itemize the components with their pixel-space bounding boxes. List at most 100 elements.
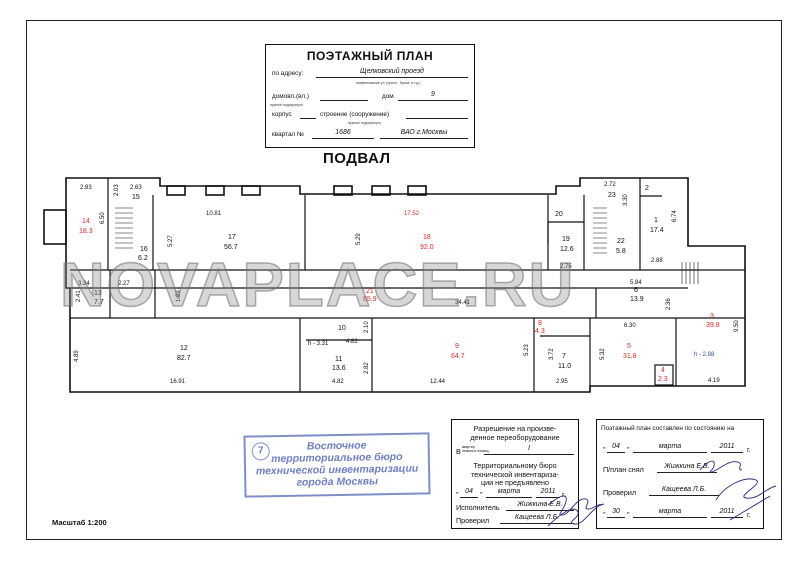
dim-34-41: 34.41	[455, 300, 471, 306]
room-4-num: 4	[661, 367, 665, 374]
dimension-labels: 2.83 2.03 2.63 6.50 10.81 17.52 5.27 5.2…	[74, 182, 740, 385]
address-hint: наименование ул. (просп., бульв. и т.д.)	[356, 81, 421, 85]
state-checker: Кащеева Л.Б.	[649, 486, 719, 496]
plan-outline	[43, 177, 746, 393]
room-16-num: 16	[140, 246, 148, 253]
dim-2-27: 2.27	[118, 281, 130, 287]
dim-2-10: 2.10	[364, 321, 370, 333]
state-year2: 2011	[711, 508, 743, 518]
state-year1: 2011	[711, 443, 743, 453]
state-year-suffix-2: г.	[747, 510, 751, 519]
room-labels: 14 18.3 15 16 6.2 17 56.7 18 92.0 19 12.…	[79, 185, 720, 383]
dim-16-91: 16.91	[170, 379, 186, 385]
room-3-num: 3	[710, 313, 714, 320]
dim-17-52: 17.52	[404, 211, 420, 217]
address-label: по адресу:	[272, 70, 304, 77]
kvartal-row: квартал № 1686 ВАО г.Москвы	[272, 129, 468, 139]
permit-line2: денное переоборудование	[470, 433, 560, 442]
room-7-area: 11.0	[558, 363, 571, 370]
room-17-num: 17	[228, 234, 236, 241]
room-14-num: 14	[82, 218, 90, 225]
room-13-num: 13	[94, 290, 102, 297]
dim-3-30: 3.30	[623, 194, 629, 206]
room-19-num: 19	[562, 236, 570, 243]
room-2-num: 2	[645, 185, 649, 192]
signature-drawn	[699, 460, 743, 474]
room-17-area: 56.7	[224, 244, 238, 251]
permit-v-hint: квартир нежилых помещ.	[462, 445, 490, 453]
dim-2-82: 2.82	[364, 362, 370, 374]
room-19-area: 12.6	[560, 246, 574, 253]
room-5-num: 5	[627, 343, 631, 350]
korpus-label: корпус	[272, 111, 292, 118]
room-7-num: 7	[562, 353, 566, 360]
room-4-area: 2.3	[658, 376, 668, 383]
dim-6-50: 6.50	[100, 212, 106, 224]
room-8-num: 8	[538, 320, 542, 327]
dim-5-23: 5.23	[524, 344, 530, 356]
dim-3-34: 3.34	[78, 281, 90, 287]
dim-2-41: 2.41	[76, 290, 82, 302]
permit-line1: Разрешение на произве-	[473, 424, 557, 433]
dom-value: 9	[398, 91, 468, 101]
dim-5-29: 5.29	[356, 233, 362, 245]
permit-v-label: В	[456, 447, 461, 456]
room-9-num: 9	[455, 343, 459, 350]
dim-2-83: 2.83	[80, 185, 92, 191]
signature-executor	[547, 495, 603, 516]
room-12-num: 12	[180, 345, 188, 352]
state-month2: марта	[633, 508, 707, 518]
height-right: h - 2.88	[694, 352, 715, 358]
room-15-num: 15	[132, 194, 140, 201]
permit-executor: Жижкина Е.В.	[506, 501, 574, 511]
dim-2-72: 2.72	[604, 182, 616, 188]
scale-label: Масштаб 1:200	[52, 518, 107, 527]
room-6-area: 13.9	[630, 296, 644, 303]
stairs	[115, 207, 699, 284]
room-1-area: 17.4	[650, 227, 664, 234]
permit-executor-label: Исполнитель	[456, 503, 500, 512]
room-21-area: 65.9	[363, 296, 377, 303]
dim-2-63: 2.63	[130, 185, 142, 191]
room-13-area: 7.7	[94, 299, 104, 306]
kvartal-value: 1686	[312, 129, 374, 139]
state-month1: марта	[633, 443, 707, 453]
plan-walls	[70, 178, 745, 392]
permit-checked-label: Проверил	[456, 516, 490, 525]
dim-4-19: 4.19	[708, 378, 720, 384]
floor-name: ПОДВАЛ	[323, 150, 391, 167]
dim-5-84: 5.84	[630, 280, 642, 286]
room-16-area: 6.2	[138, 255, 148, 262]
dim-4-82-bottom: 4.82	[332, 379, 344, 385]
room-3-area: 39.8	[706, 322, 720, 329]
permit-day: 04	[460, 488, 478, 498]
stroenie-label: строение (сооружение)	[320, 111, 390, 118]
signature-checker	[547, 503, 605, 527]
house-hint: нужное подчеркнуть	[270, 103, 304, 107]
house-label: домовл.(вл.)	[272, 93, 309, 100]
state-day1: 04	[607, 443, 625, 453]
room-18-num: 18	[423, 234, 431, 241]
dim-6-74: 6.74	[672, 210, 678, 222]
title-block: ПОЭТАЖНЫЙ ПЛАН по адресу: Щелковский про…	[265, 44, 475, 148]
dom-label: дом	[382, 93, 394, 100]
room-12-area: 82.7	[177, 355, 191, 362]
room-20-num: 20	[555, 211, 563, 218]
dim-9-50: 9.50	[734, 320, 740, 332]
sheet-frame	[26, 20, 782, 540]
permit-v-value: I	[484, 445, 574, 455]
room-8-area: 4.3	[535, 328, 545, 335]
permit-line3: Территориальному бюро	[473, 461, 557, 470]
dim-3-72: 3.72	[549, 348, 555, 360]
state-drawn-by: Жижкина Е.В.	[657, 463, 717, 473]
room-10-num: 10	[338, 325, 346, 332]
address-row: по адресу: Щелковский проезд	[272, 68, 468, 78]
state-checked-label: Проверил	[603, 488, 637, 497]
room-11-area: 13.6	[332, 365, 346, 372]
dim-5-32: 5.32	[600, 348, 606, 360]
dim-4-82-top: 4.82	[346, 339, 358, 345]
room-22-num: 22	[617, 238, 625, 245]
